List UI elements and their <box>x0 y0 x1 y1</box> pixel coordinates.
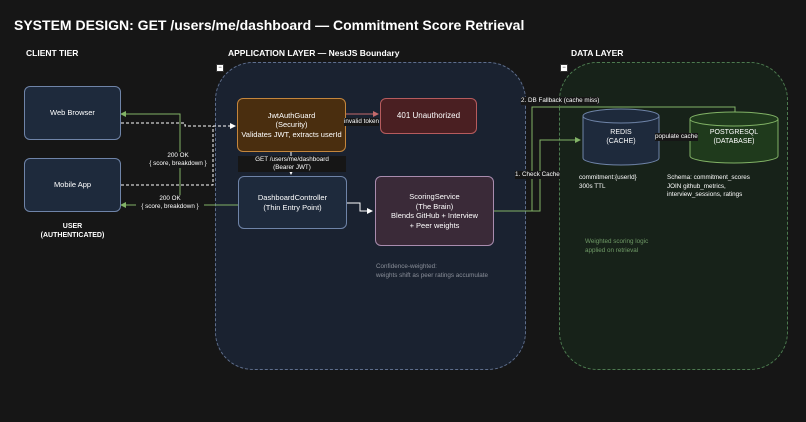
weighted-scoring-note: Weighted scoring logic applied on retrie… <box>585 238 649 254</box>
guard-name: JwtAuthGuard <box>267 110 316 120</box>
scoring-desc1: Blends GitHub + Interview <box>391 211 478 220</box>
invalid-token-label: invalid token <box>344 118 380 126</box>
redis-node-label[interactable]: REDIS (CACHE) <box>606 129 636 145</box>
edge-web-to-guard <box>121 122 236 129</box>
confidence-note: Confidence-weighted: weights shift as pe… <box>376 263 489 279</box>
scoring-desc2: + Peer weights <box>409 220 460 230</box>
controller-name: DashboardController <box>257 193 328 202</box>
db-fallback-label: 2. DB Fallback (cache miss) <box>521 97 600 105</box>
schema-note: Schema: commitment_scores JOIN github_me… <box>667 174 750 198</box>
minus-icon[interactable]: − <box>560 64 568 72</box>
postgres-node-label[interactable]: POSTGRESQL (DATABASE) <box>709 129 759 145</box>
postgres-cylinder <box>689 111 779 164</box>
web-browser-label: Web Browser <box>50 108 95 118</box>
unauthorized-label: 401 Unauthorized <box>396 111 461 121</box>
edge-mobile-to-guard <box>121 126 214 186</box>
jwt-auth-guard-node[interactable]: JwtAuthGuard (Security) Validates JWT, e… <box>237 98 346 152</box>
scoring-name: ScoringService <box>409 192 460 201</box>
user-label: USER (AUTHENTICATED) <box>40 223 105 239</box>
web-browser-node[interactable]: Web Browser <box>24 86 121 140</box>
guard-role: (Security) <box>275 120 308 130</box>
mobile-app-node[interactable]: Mobile App <box>24 158 121 212</box>
populate-cache-label: populate cache <box>655 133 698 141</box>
ok-mobile-label: 200 OK { score, breakdown } <box>136 195 204 211</box>
data-layer-label: DATA LAYER <box>571 48 624 58</box>
redis-key-note: commitment:{userId} 300s TTL <box>579 174 637 190</box>
diagram-title: SYSTEM DESIGN: GET /users/me/dashboard —… <box>14 17 525 33</box>
ok-web-label: 200 OK { score, breakdown } <box>144 152 212 168</box>
scoring-service-node[interactable]: ScoringService (The Brain) Blends GitHub… <box>375 176 494 246</box>
mobile-app-label: Mobile App <box>53 180 92 190</box>
redis-cylinder <box>582 108 660 166</box>
client-tier-label: CLIENT TIER <box>26 48 79 58</box>
get-request-label: GET /users/me/dashboard (Bearer JWT) <box>238 156 346 172</box>
minus-icon[interactable]: − <box>216 64 224 72</box>
check-cache-label: 1. Check Cache <box>515 171 560 179</box>
application-layer-label: APPLICATION LAYER — NestJS Boundary <box>228 48 400 58</box>
controller-role: (Thin Entry Point) <box>263 202 322 212</box>
edge-controller-to-scoring <box>347 202 373 214</box>
dashboard-controller-node[interactable]: DashboardController (Thin Entry Point) <box>238 176 347 229</box>
scoring-role: (The Brain) <box>415 201 454 211</box>
guard-desc: Validates JWT, extracts userId <box>241 129 342 139</box>
unauthorized-node[interactable]: 401 Unauthorized <box>380 98 477 134</box>
